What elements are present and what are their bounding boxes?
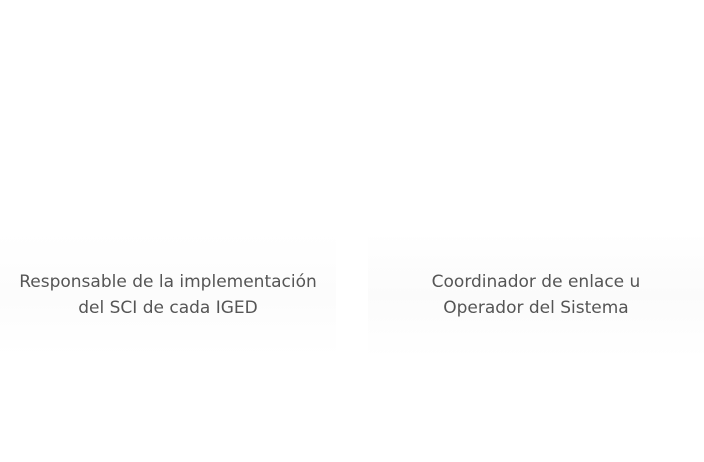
coordinator-box-label: Coordinador de enlace u Operador del Sis… xyxy=(431,272,641,318)
responsible-box: Responsable de la implementación del SCI… xyxy=(0,232,336,358)
coordinator-box: Coordinador de enlace u Operador del Sis… xyxy=(368,232,704,358)
responsible-box-label: Responsable de la implementación del SCI… xyxy=(19,272,317,318)
